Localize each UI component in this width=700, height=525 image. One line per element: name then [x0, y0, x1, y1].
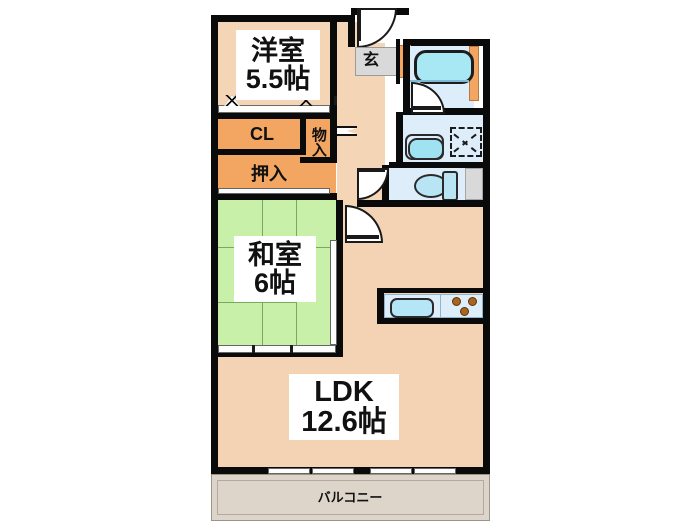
western-room-label: 洋室 5.5帖	[236, 30, 320, 100]
japanese-room-sliding-right	[330, 240, 337, 345]
tatami-seam-v2	[262, 302, 263, 350]
monoire-open-arrow-icon	[337, 126, 357, 136]
sliding-divider-1	[252, 345, 255, 353]
sliding-divider-2	[290, 345, 293, 353]
kitchen-counter-divider	[440, 294, 441, 318]
wall-entrance-left	[348, 15, 355, 47]
wall-kitchen-top	[377, 288, 483, 293]
closet-monoire	[306, 119, 330, 163]
ldk-label: LDK 12.6帖	[289, 374, 399, 440]
oshiire-sliding-panels	[218, 188, 330, 194]
wall-top-left	[211, 15, 351, 22]
balcony-area	[211, 474, 490, 521]
western-room-window-strip	[218, 105, 330, 113]
wall-washroom-left	[396, 112, 403, 165]
toilet-door-leaf[interactable]	[357, 168, 385, 172]
gas-stove-burner-2-icon	[468, 297, 477, 306]
wall-right-outer	[483, 39, 490, 474]
entrance-label: 玄	[362, 52, 379, 70]
tatami-seam-h2	[218, 302, 296, 303]
wall-monoire-left	[300, 119, 306, 155]
closet-oshiire-label: 押入	[251, 163, 287, 184]
wall-cl-bottom	[211, 149, 306, 155]
closet-cl-label: CL	[250, 123, 274, 144]
japanese-room-sliding-bottom	[218, 345, 336, 353]
outlet-marker-right-stroke	[298, 95, 314, 106]
wall-hall-ldk-divider	[337, 200, 343, 250]
wall-genkan-right	[396, 39, 400, 84]
wall-kitchen-left	[377, 290, 384, 322]
bathroom-door-leaf[interactable]	[411, 106, 441, 110]
wall-washroom-bottom	[389, 162, 490, 168]
wall-western-bottom	[211, 112, 337, 119]
toilet-tank-icon	[442, 171, 458, 201]
wall-left-outer	[211, 15, 218, 474]
wall-monoire-bottom	[300, 157, 337, 163]
ldk-window-3	[370, 468, 412, 474]
ldk-window-2	[312, 468, 354, 474]
wall-kitchen-bottom	[377, 318, 483, 324]
closet-monoire-label: 物入	[309, 127, 327, 157]
closet-cl	[218, 119, 306, 149]
bath-tub-shelf-line	[410, 80, 469, 82]
ldk-window-4	[414, 468, 456, 474]
toilet-side-panel	[465, 168, 483, 200]
kitchen-sink-icon	[390, 298, 434, 318]
balcony-inner-line	[217, 480, 484, 515]
bathtub-icon	[414, 50, 474, 84]
wall-monoire-right	[330, 105, 337, 163]
wall-toilet-bottom	[357, 200, 490, 207]
wall-oshiire-bottom	[211, 193, 337, 200]
tatami-seam-v3	[262, 200, 263, 247]
outlet-marker-left-stroke	[224, 95, 240, 106]
balcony-label: バルコニー	[317, 489, 383, 505]
wall-toilet-left	[382, 165, 389, 203]
wall-japanese-right	[336, 200, 343, 350]
genkan-tile	[355, 47, 399, 76]
gas-stove-burner-3-icon	[460, 307, 469, 316]
wall-top-right	[404, 39, 490, 46]
washing-machine-space-icon	[450, 127, 482, 157]
wall-bath-left	[403, 39, 410, 114]
wall-japanese-bottom	[211, 350, 343, 357]
wall-bath-bottom	[403, 108, 490, 115]
japanese-room-label: 和室 6帖	[234, 236, 316, 302]
ldk-hall-door-leaf[interactable]	[345, 235, 379, 239]
gas-stove-burner-1-icon	[452, 297, 461, 306]
ldk-window-1	[268, 468, 310, 474]
entrance-door-leaf[interactable]	[357, 8, 361, 41]
wall-western-right	[330, 15, 337, 105]
washbasin-counter	[405, 134, 444, 160]
